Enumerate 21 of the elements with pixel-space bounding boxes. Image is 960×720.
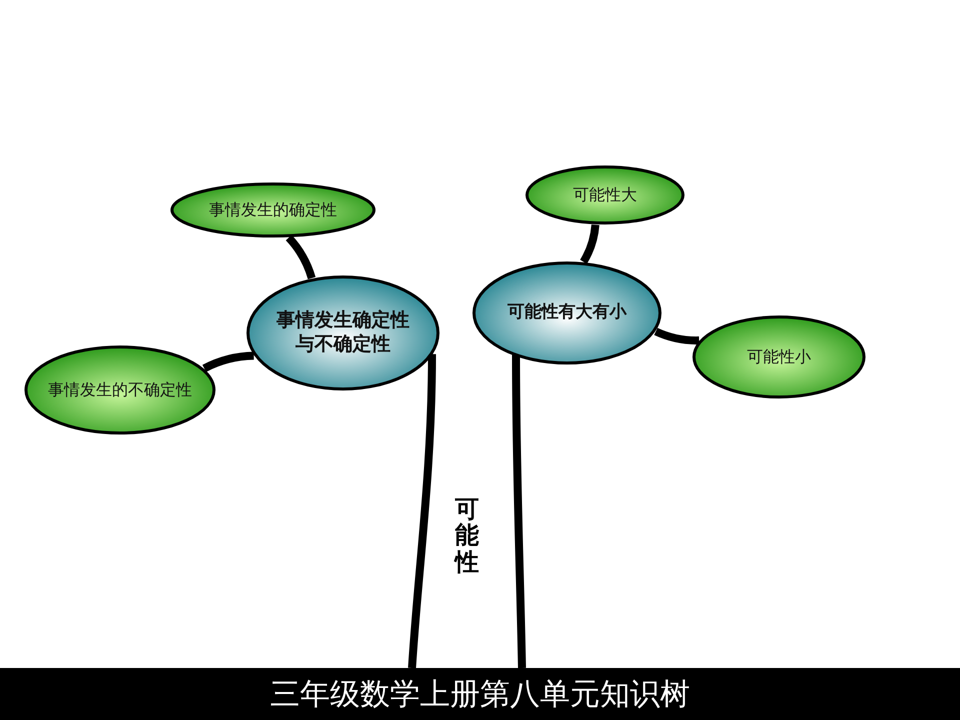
ellipse-node (24, 345, 216, 435)
node-label: 事情发生的不确定性 (48, 380, 192, 400)
node-label: 可能性小 (747, 347, 811, 367)
title-bar (0, 668, 960, 720)
ellipse-node (525, 165, 685, 225)
trunk-label: 可能性 (455, 496, 479, 576)
branch-line (202, 352, 254, 372)
branch-line (580, 224, 600, 264)
node-label: 事情发生确定性与不确定性 (276, 309, 410, 357)
node-label: 可能性有大有小 (508, 302, 626, 324)
ellipse-node (472, 261, 662, 365)
ellipse-node (692, 315, 866, 399)
branch-line (512, 354, 526, 668)
title: 三年级数学上册第八单元知识树 (270, 676, 690, 714)
branch-line (286, 235, 316, 280)
ellipse-node (246, 275, 440, 391)
branch-line (654, 328, 700, 344)
ellipse-node (170, 182, 376, 238)
branch-line (408, 354, 436, 668)
node-label: 可能性大 (573, 185, 637, 205)
node-label: 事情发生的确定性 (209, 200, 337, 220)
